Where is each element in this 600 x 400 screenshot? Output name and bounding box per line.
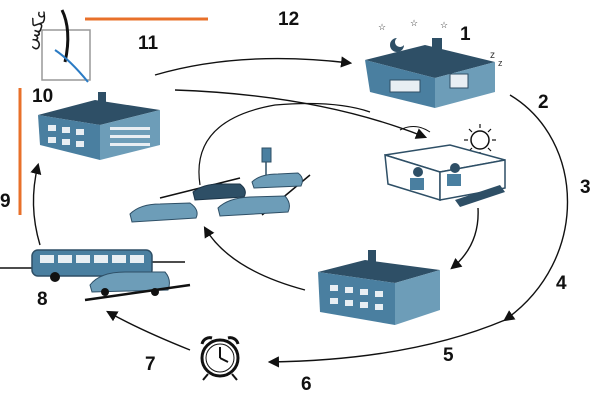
arrow-traffic-loop [198, 102, 371, 186]
label-5: 5 [443, 345, 454, 366]
arrow-bottom-to-clock [267, 319, 506, 368]
pen-logo-icon: عکس [20, 6, 91, 83]
label-8: 8 [37, 289, 48, 310]
label-12: 12 [278, 9, 299, 30]
svg-text:☆: ☆ [440, 20, 448, 30]
arrow-clock-to-bus [106, 310, 191, 351]
label-11: 11 [138, 33, 159, 54]
label-7: 7 [145, 354, 156, 375]
arrow-right-side [503, 94, 569, 322]
arrow-10-to-1 [154, 56, 353, 76]
svg-text:☆: ☆ [378, 22, 386, 32]
arrow-bus-to-office [30, 162, 42, 246]
svg-text:☆: ☆ [410, 18, 418, 28]
office-building-icon [318, 250, 440, 325]
label-9: 9 [0, 191, 11, 212]
house-night-icon: ☆ ☆ ☆ z z [365, 18, 503, 108]
label-1: 1 [460, 24, 471, 45]
arrow-office-to-day [174, 89, 428, 139]
label-10: 10 [32, 86, 53, 107]
label-2: 2 [538, 92, 549, 113]
svg-text:z: z [498, 58, 503, 68]
car-traffic-icon [129, 147, 311, 223]
arrow-work-to-traffic [203, 226, 306, 291]
svg-text:z: z [490, 50, 495, 61]
bus-traffic-icon [0, 249, 191, 302]
label-3: 3 [580, 177, 591, 198]
office-building-icon [38, 92, 160, 160]
alarm-clock-icon [200, 336, 240, 381]
label-6: 6 [301, 374, 312, 395]
logo-text: عکس [20, 6, 53, 52]
people-in-sun-icon [384, 124, 506, 207]
label-4: 4 [556, 273, 567, 294]
arrow-day-to-work [450, 207, 479, 270]
